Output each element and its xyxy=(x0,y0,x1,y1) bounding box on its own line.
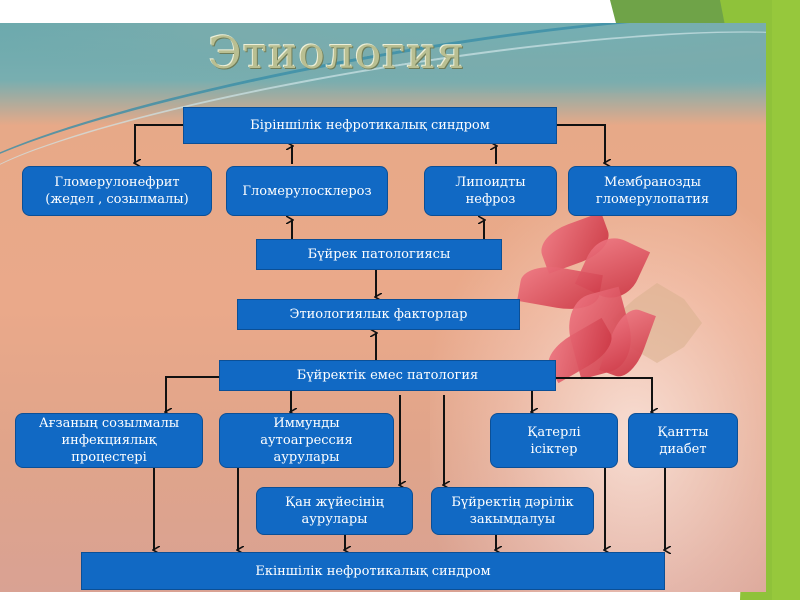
arrow-nonkidney-to-diabetes xyxy=(555,377,652,412)
node-diabetes: Қантты диабет xyxy=(628,413,738,468)
node-primary-nephrotic-syndrome: Біріншілік нефротикалық синдром xyxy=(183,107,557,144)
arrow-primary-to-glomerulonephritis xyxy=(135,124,183,163)
node-lipoid-nephrosis: Липоидты нефроз xyxy=(424,166,557,216)
background-teal-band xyxy=(0,23,766,93)
node-kidney-pathology: Бүйрек патологиясы xyxy=(256,239,502,270)
node-secondary-nephrotic-syndrome: Екіншілік нефротикалық синдром xyxy=(81,552,665,590)
node-membranous-glomerulopathy: Мембранозды гломерулопатия xyxy=(568,166,737,216)
node-glomerulosclerosis: Гломерулосклероз xyxy=(226,166,388,216)
arrow-nonkidney-to-infections xyxy=(166,376,220,412)
green-accent-strip xyxy=(772,0,800,600)
node-etiological-factors: Этиологиялык факторлар xyxy=(237,299,520,330)
slide-title: Этиология xyxy=(208,28,466,79)
node-chronic-infections: Ағзаның созылмалы инфекциялық процестері xyxy=(15,413,203,468)
node-blood-diseases: Қан жүйесінің аурулары xyxy=(256,487,413,535)
node-glomerulonephritis: Гломерулонефрит (жедел , созылмалы) xyxy=(22,166,212,216)
arrow-primary-to-membranous xyxy=(557,124,605,163)
node-malignant-tumors: Қатерлі ісіктер xyxy=(490,413,618,468)
node-autoimmune-diseases: Иммунды аутоагрессия аурулары xyxy=(219,413,394,468)
node-non-kidney-pathology: Бүйректік емес патология xyxy=(219,360,556,391)
node-drug-kidney-damage: Бүйректің дәрілік закымдалуы xyxy=(431,487,594,535)
